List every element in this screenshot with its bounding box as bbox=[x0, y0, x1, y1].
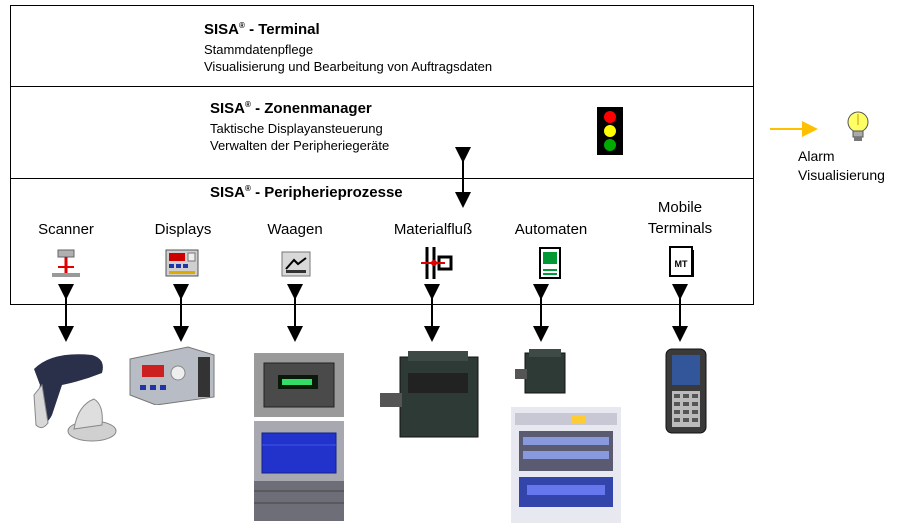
scale-icon bbox=[281, 251, 311, 277]
zonenmanager-description: Taktische Displayansteuerung Verwalten d… bbox=[210, 120, 389, 154]
mobile-terminal-icon-text: MT bbox=[675, 259, 688, 269]
mobile-terminal-icon: MT bbox=[669, 246, 694, 277]
peripherie-title: SISA® - Peripherieprozesse bbox=[210, 184, 403, 201]
vertical-storage-photo bbox=[511, 407, 621, 523]
scanner-icon bbox=[52, 249, 80, 277]
automat-photo bbox=[515, 349, 566, 394]
zonenmanager-line-1: Taktische Displayansteuerung bbox=[210, 121, 383, 136]
device-label-automaten: Automaten bbox=[514, 221, 588, 238]
mobile-terminal-photo bbox=[665, 348, 707, 434]
lightbulb-icon bbox=[847, 111, 869, 141]
peripherie-layer: SISA® - Peripherieprozesse Scanner Displ… bbox=[10, 178, 754, 305]
terminal-title: SISA® - Terminal bbox=[204, 21, 320, 38]
traffic-light-icon bbox=[597, 107, 623, 155]
device-label-displays: Displays bbox=[154, 221, 212, 238]
plc-photo bbox=[380, 351, 479, 438]
automat-icon bbox=[539, 247, 561, 279]
material-flow-icon bbox=[421, 247, 453, 279]
display-photo bbox=[129, 346, 215, 405]
terminal-line-2: Visualisierung und Bearbeitung von Auftr… bbox=[204, 59, 493, 74]
device-label-mobile-terminals: Mobile Terminals bbox=[647, 199, 713, 237]
zonenmanager-title: SISA® - Zonenmanager bbox=[210, 100, 372, 117]
terminal-line-1: Stammdatenpflege bbox=[204, 42, 314, 57]
terminal-layer: SISA® - Terminal Stammdatenpflege Visual… bbox=[10, 5, 754, 87]
device-label-scanner: Scanner bbox=[38, 221, 94, 238]
scale-photo bbox=[254, 353, 344, 417]
terminal-description: Stammdatenpflege Visualisierung und Bear… bbox=[204, 41, 492, 75]
crate-photo bbox=[254, 421, 344, 521]
zonenmanager-layer: SISA® - Zonenmanager Taktische Displayan… bbox=[10, 86, 754, 179]
device-label-materialfluss: Materialfluß bbox=[393, 221, 473, 238]
alarm-label: Alarm Visualisierung bbox=[798, 148, 885, 183]
device-label-waagen: Waagen bbox=[267, 221, 323, 238]
display-icon bbox=[165, 249, 199, 277]
zonenmanager-line-2: Verwalten der Peripheriegeräte bbox=[210, 138, 390, 153]
scanner-photo bbox=[33, 354, 117, 442]
